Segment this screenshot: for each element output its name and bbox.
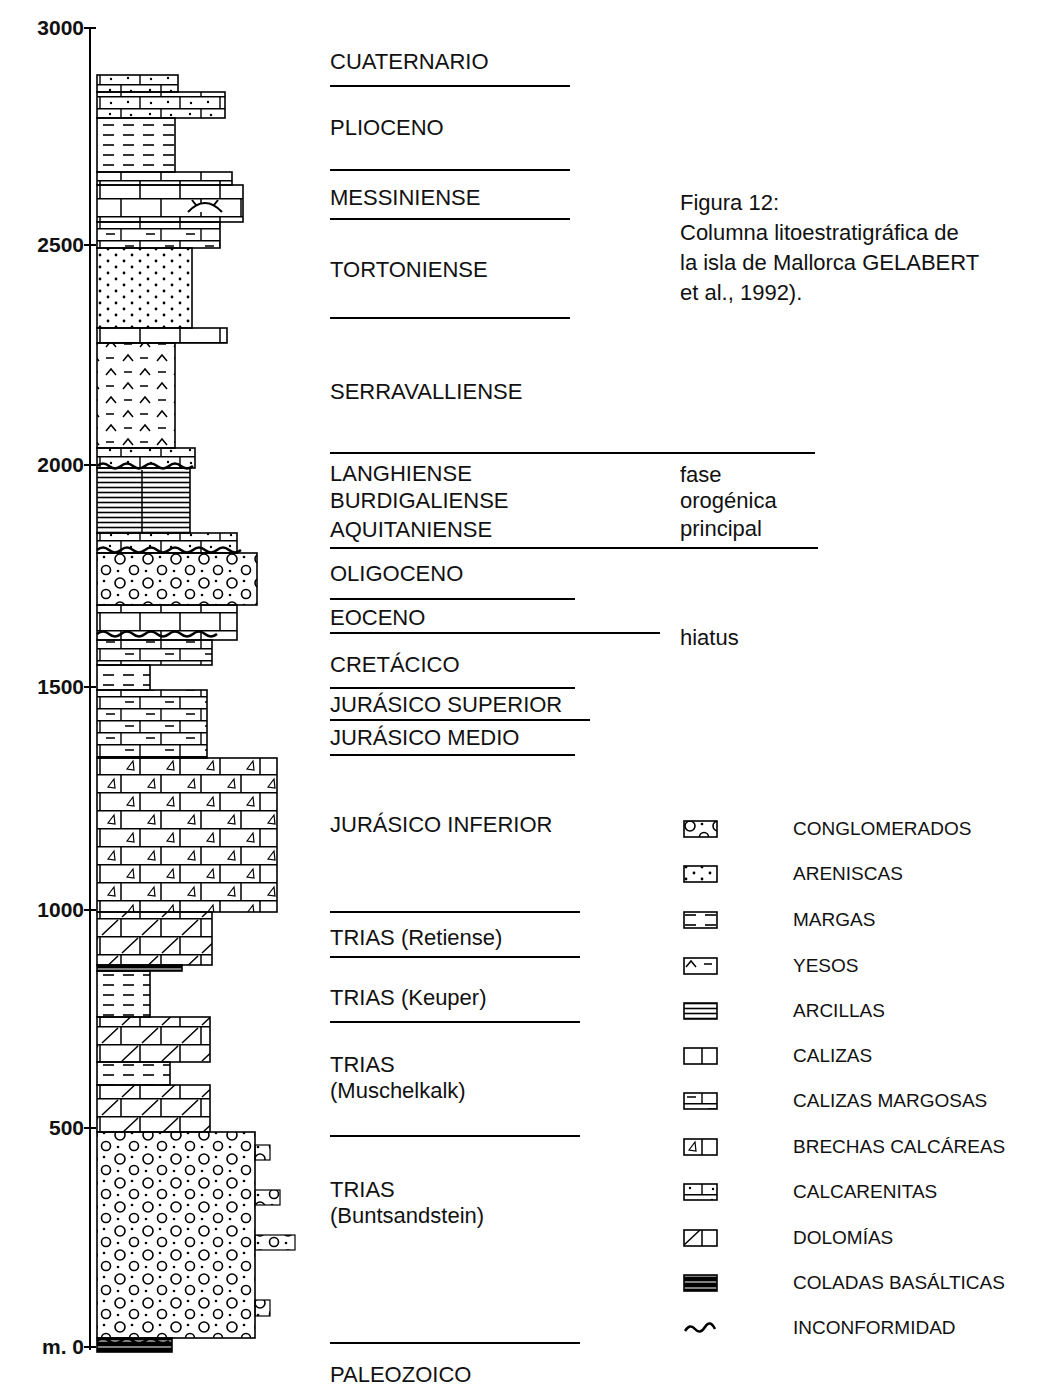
legend-label: INCONFORMIDAD <box>793 1317 956 1339</box>
rock-layer <box>255 1145 270 1160</box>
unconformity-lines <box>97 464 241 1344</box>
legend-label: CONGLOMERADOS <box>793 818 971 840</box>
rock-layer <box>97 448 195 468</box>
depth-tick-label: 3000 <box>37 15 84 41</box>
legend-label: CALIZAS <box>793 1045 872 1067</box>
period-label: BURDIGALIENSE <box>330 488 509 514</box>
lithology-layers <box>97 75 295 1352</box>
legend-label: COLADAS BASÁLTICAS <box>793 1272 1005 1294</box>
legend-sample <box>682 1273 720 1293</box>
period-label: CUATERNARIO <box>330 49 489 75</box>
period-label: SERRAVALLIENSE <box>330 379 522 405</box>
legend-sample <box>682 864 720 884</box>
rock-layer <box>97 118 175 172</box>
legend-label: CALCARENITAS <box>793 1181 937 1203</box>
period-label: TORTONIENSE <box>330 257 488 283</box>
fossil-symbol <box>188 200 222 212</box>
legend-sample <box>682 1091 720 1111</box>
rock-layer <box>97 971 150 1017</box>
annotation-note: orogénica <box>680 488 777 514</box>
depth-tick-label: 500 <box>49 1115 84 1141</box>
depth-tick-label: m. 0 <box>42 1334 84 1360</box>
annotation-note: fase <box>680 462 722 488</box>
rock-layer <box>97 248 192 328</box>
figure-number: Figura 12: <box>680 188 779 218</box>
rock-layer <box>97 328 227 343</box>
rock-layer <box>97 172 232 185</box>
period-label: TRIAS (Retiense) <box>330 925 502 951</box>
legend-sample <box>682 1228 720 1248</box>
rock-layer <box>97 185 243 222</box>
period-label: JURÁSICO SUPERIOR <box>330 692 562 718</box>
rock-layer <box>97 690 207 758</box>
rock-layer <box>97 1338 172 1352</box>
depth-tick-label: 2000 <box>37 452 84 478</box>
rock-layer <box>97 640 212 665</box>
legend-label: MARGAS <box>793 909 875 931</box>
rock-layer <box>255 1190 280 1205</box>
legend-label: YESOS <box>793 955 858 977</box>
legend-sample <box>682 819 720 839</box>
legend-label: ARENISCAS <box>793 863 903 885</box>
rock-layer <box>97 1085 210 1132</box>
fault-line <box>141 470 143 532</box>
depth-tick-label: 1000 <box>37 897 84 923</box>
period-label: TRIAS (Muschelkalk) <box>330 1052 495 1104</box>
legend-sample <box>682 1001 720 1021</box>
legend-label: DOLOMÍAS <box>793 1227 893 1249</box>
period-label: TRIAS (Keuper) <box>330 985 487 1011</box>
legend-label: BRECHAS CALCÁREAS <box>793 1136 1005 1158</box>
depth-tick-label: 2500 <box>37 232 84 258</box>
legend-sample <box>682 1318 720 1338</box>
period-label: EOCENO <box>330 605 425 631</box>
rock-layer <box>97 1062 170 1085</box>
rock-layer <box>97 665 150 690</box>
rock-layer <box>97 912 212 965</box>
rock-layer <box>97 605 237 640</box>
rock-layer <box>97 92 225 118</box>
period-label: MESSINIENSE <box>330 185 480 211</box>
rock-layer <box>97 343 175 448</box>
period-label: JURÁSICO MEDIO <box>330 725 519 751</box>
legend-sample <box>682 1046 720 1066</box>
figure-caption: Columna litoestratigráfica de la isla de… <box>680 218 980 308</box>
legend-sample <box>682 956 720 976</box>
legend-sample <box>682 1182 720 1202</box>
period-label: PALEOZOICO <box>330 1362 471 1388</box>
period-label: AQUITANIENSE <box>330 517 492 543</box>
period-label: TRIAS (Buntsandstein) <box>330 1177 495 1229</box>
legend-sample <box>682 1137 720 1157</box>
legend-label: CALIZAS MARGOSAS <box>793 1090 987 1112</box>
rock-layer <box>255 1235 295 1250</box>
rock-layer <box>97 75 178 92</box>
rock-layer <box>97 758 277 912</box>
legend-sample <box>682 910 720 930</box>
rock-layer <box>97 553 257 605</box>
rock-layer <box>97 1132 255 1338</box>
period-label: CRETÁCICO <box>330 652 460 678</box>
rock-layer <box>97 222 220 248</box>
depth-tick-label: 1500 <box>37 674 84 700</box>
period-label: OLIGOCENO <box>330 561 463 587</box>
rock-layer <box>97 468 190 533</box>
period-label: JURÁSICO INFERIOR <box>330 812 552 838</box>
legend-label: ARCILLAS <box>793 1000 885 1022</box>
annotation-note: hiatus <box>680 625 739 651</box>
rock-layer <box>97 965 182 971</box>
period-label: LANGHIENSE <box>330 461 472 487</box>
rock-layer <box>255 1300 270 1316</box>
period-label: PLIOCENO <box>330 115 444 141</box>
annotation-note: principal <box>680 516 762 542</box>
rock-layer <box>97 1017 210 1062</box>
depth-axis <box>84 28 96 1350</box>
